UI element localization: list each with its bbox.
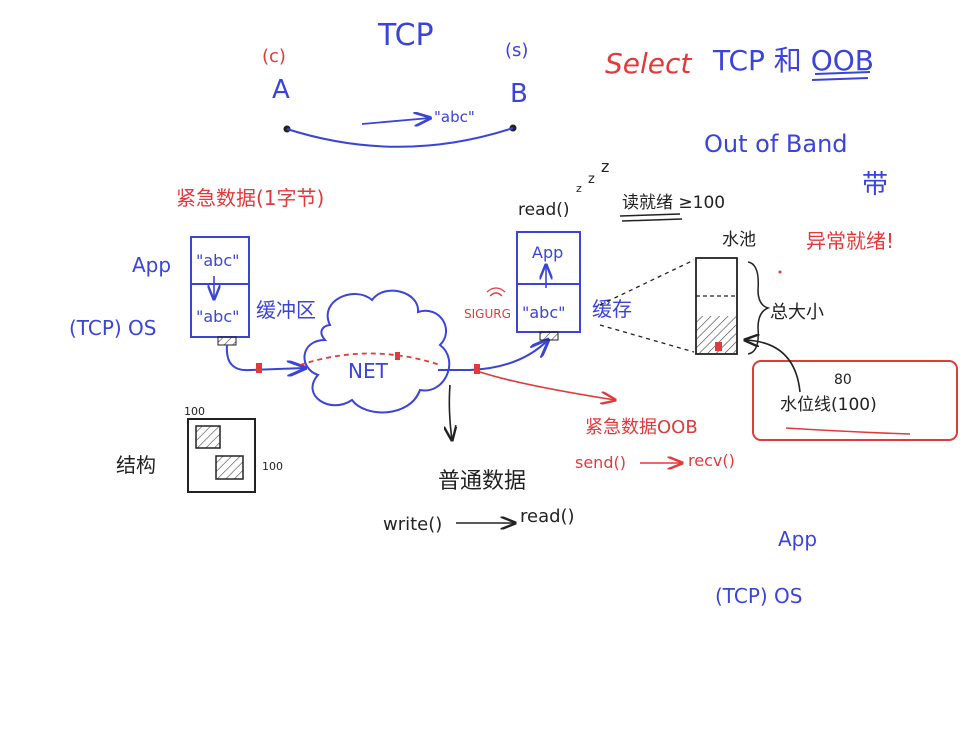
net-to-receiver-line <box>438 340 548 371</box>
water-pool-label: 水池 <box>722 230 756 250</box>
sleep-z-1: z <box>576 182 582 195</box>
receiver-port <box>539 331 559 341</box>
pool-container <box>695 257 738 355</box>
os-label-left: (TCP) OS <box>69 316 156 340</box>
structure-block-2 <box>215 455 244 480</box>
write-call: write() <box>383 514 442 535</box>
signal-wave-1 <box>489 292 503 297</box>
urgent-marker-left <box>256 363 262 373</box>
sender-app-data: "abc" <box>196 251 239 270</box>
band-char: 带 <box>862 170 888 200</box>
net-cloud <box>303 289 451 414</box>
sender-os-data: "abc" <box>196 307 239 326</box>
structure-top-num: 100 <box>184 405 205 418</box>
urgent-oob-label: 紧急数据OOB <box>585 417 698 438</box>
structure-right-num: 100 <box>262 460 283 473</box>
structure-frame <box>187 418 256 493</box>
urgent-marker-right <box>474 364 480 374</box>
read-ready-note: 读就绪 ≥100 <box>622 193 725 213</box>
out-of-band-text: Out of Band <box>704 130 848 158</box>
recv-call: recv() <box>688 451 735 470</box>
os-label-bottom: (TCP) OS <box>715 584 802 608</box>
app-label-left: App <box>132 253 171 277</box>
zoom-line-bottom <box>599 324 695 353</box>
read-call-normal: read() <box>520 506 575 527</box>
receiver-os-data: "abc" <box>522 303 565 322</box>
oob-underline-1 <box>814 71 871 75</box>
watermark-arrow <box>745 340 801 393</box>
tcp-title: TCP <box>377 18 434 53</box>
normal-data-label: 普通数据 <box>438 469 526 494</box>
read-call: read() <box>518 200 570 220</box>
read-ready-underline-2 <box>621 218 683 222</box>
zoom-line-top <box>599 259 695 306</box>
tcp-oob-heading: TCP 和 OOB <box>712 44 874 77</box>
sleep-z-2: z <box>588 172 595 187</box>
sender-port <box>217 336 237 346</box>
watermark-label: 水位线(100) <box>780 395 877 415</box>
read-ready-underline-1 <box>619 213 681 217</box>
message-arrow <box>361 118 430 124</box>
connection-curve <box>286 127 514 148</box>
signal-wave-2 <box>486 287 506 293</box>
urgent-marker-net <box>395 352 400 360</box>
send-call: send() <box>575 453 626 472</box>
net-to-normal-arrow <box>449 384 452 440</box>
client-label: A <box>272 75 290 105</box>
watermark-highlight-box <box>752 360 958 441</box>
app-label-bottom: App <box>778 527 817 551</box>
exception-ready-note: 异常就绪! <box>806 229 894 253</box>
select-word: Select <box>605 47 692 80</box>
cache-label: 缓存 <box>592 297 632 321</box>
watermark-mark-value: 80 <box>834 372 852 388</box>
sender-to-net-line <box>225 344 305 370</box>
red-dot <box>778 270 782 274</box>
message-label: "abc" <box>434 108 475 126</box>
urgent-data-note: 紧急数据(1字节) <box>176 186 324 210</box>
urgent-branch-arrow <box>479 371 615 400</box>
client-tag: (c) <box>262 46 286 67</box>
sigurg-label: SIGURG <box>464 307 511 321</box>
buffer-label: 缓冲区 <box>256 298 316 322</box>
receiver-app-label: App <box>532 243 563 262</box>
watermark-underline <box>785 427 911 435</box>
total-size-label: 总大小 <box>770 302 824 323</box>
sleep-z-3: z <box>601 157 609 176</box>
server-label: B <box>510 79 528 109</box>
structure-label: 结构 <box>116 453 156 477</box>
oob-underline-2 <box>811 77 869 81</box>
structure-block-1 <box>195 425 221 449</box>
pool-urgent-marker <box>715 342 722 351</box>
net-label: NET <box>348 359 389 383</box>
server-tag: (s) <box>505 40 528 61</box>
